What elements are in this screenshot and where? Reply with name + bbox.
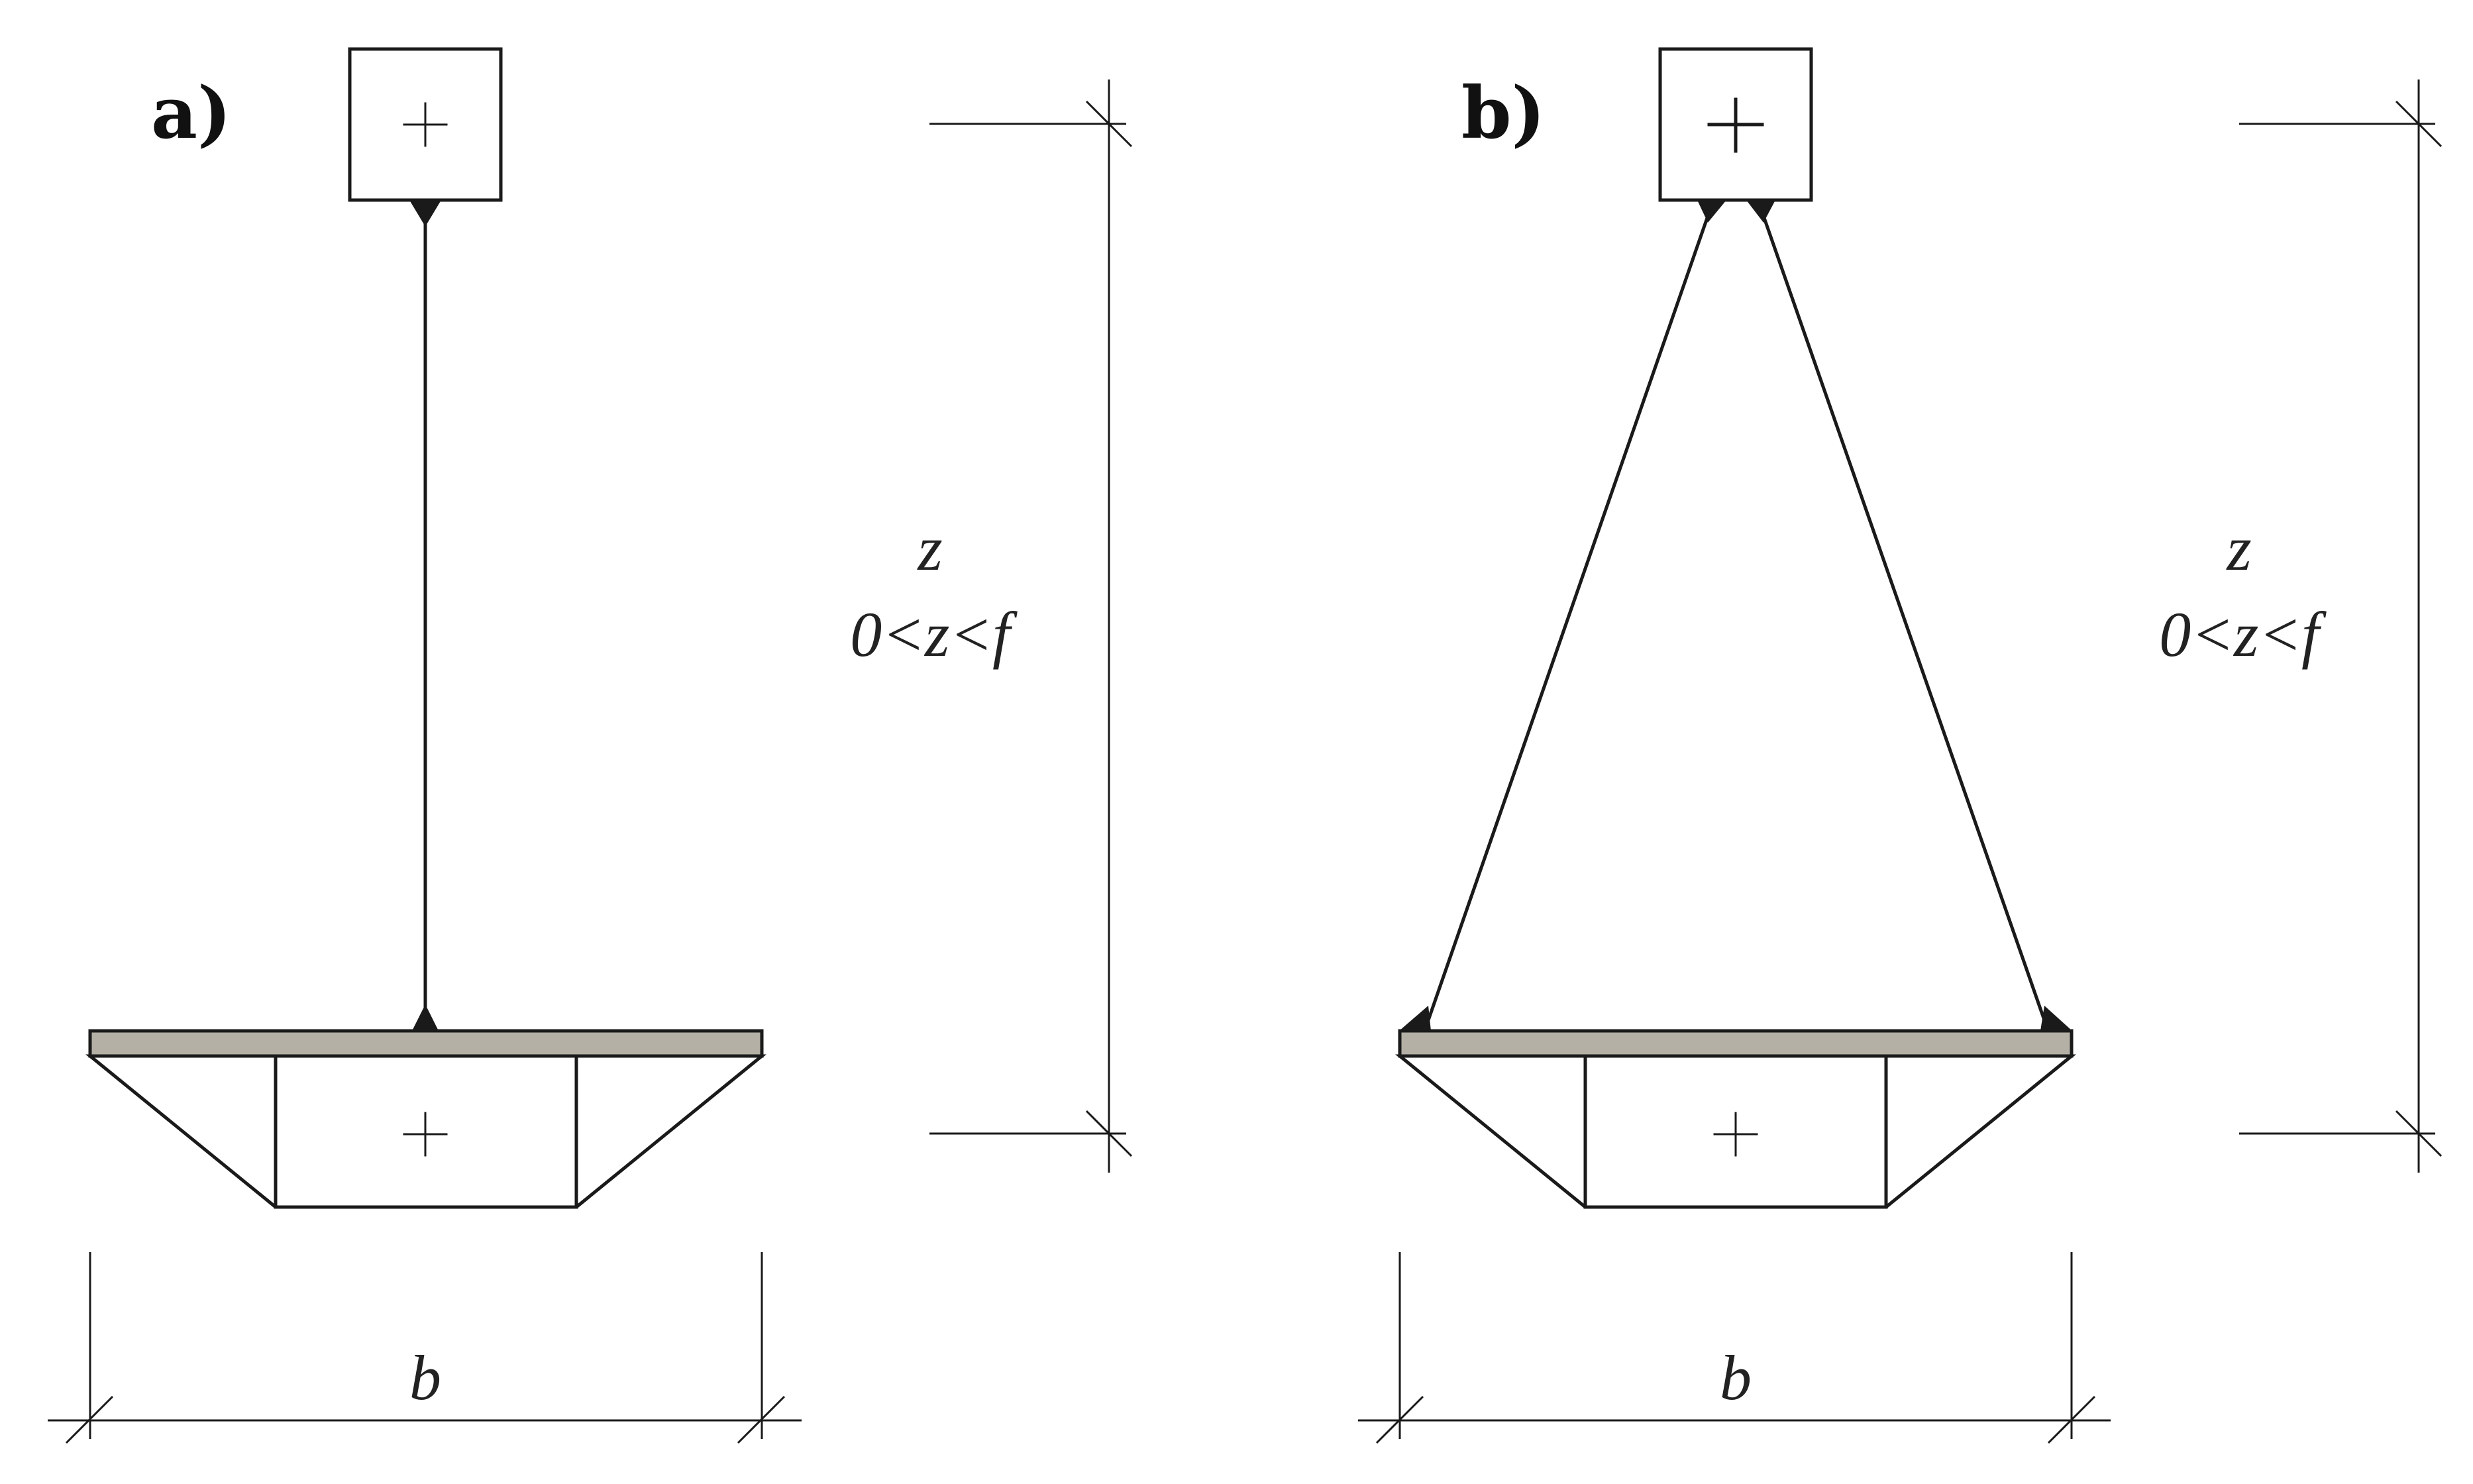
deck-section-b: [1394, 1029, 2077, 1209]
hanger-anchor-bottom: [412, 1004, 439, 1031]
tick-mark: [1375, 1395, 1424, 1444]
deck-slab: [1398, 1029, 2074, 1058]
inclined-hangers: [1399, 200, 2072, 1031]
inclined-hanger-left: [1426, 213, 1710, 1023]
plus-icon: [1713, 1112, 1758, 1157]
plus-icon: [403, 1112, 448, 1157]
tick-mark: [1085, 1110, 1133, 1157]
hanger-anchor-top-left: [1697, 200, 1726, 223]
width-dimension-a: b: [48, 1252, 802, 1444]
height-dimension-b: z 0<z<f: [2159, 80, 2443, 1173]
panel-b-label: b): [1461, 72, 1546, 155]
tick-mark: [65, 1395, 114, 1444]
height-range: 0<z<f: [850, 599, 1018, 670]
width-symbol: b: [1720, 1342, 1752, 1413]
tick-mark: [2395, 1110, 2443, 1157]
vertical-hanger: [409, 198, 441, 1031]
panel-a-label: a): [151, 72, 231, 155]
deck-section-a: [85, 1029, 767, 1209]
hanger-anchor-bottom-left: [1399, 1006, 1431, 1031]
arch-rib-section-b: [1658, 47, 1813, 202]
height-symbol: z: [916, 513, 942, 584]
arch-rib-section-a: [348, 47, 503, 202]
width-symbol: b: [409, 1342, 441, 1413]
height-symbol: z: [2225, 513, 2251, 584]
tick-mark: [2047, 1395, 2096, 1444]
width-dimension-b: b: [1358, 1252, 2111, 1444]
deck-slab: [88, 1029, 764, 1058]
tick-mark: [737, 1395, 786, 1444]
hanger-anchor-top: [409, 200, 441, 227]
height-dimension-a: z 0<z<f: [850, 80, 1133, 1173]
hanger-anchor-bottom-right: [2040, 1006, 2072, 1031]
height-range: 0<z<f: [2159, 599, 2327, 670]
plus-icon: [403, 102, 448, 147]
tick-mark: [2395, 100, 2443, 148]
hanger-anchor-top-right: [1746, 200, 1775, 223]
panel-a: a): [48, 47, 1133, 1444]
panel-b: b): [1358, 47, 2443, 1444]
tick-mark: [1085, 100, 1133, 148]
inclined-hanger-right: [1761, 213, 2047, 1023]
plus-icon: [1707, 97, 1764, 153]
